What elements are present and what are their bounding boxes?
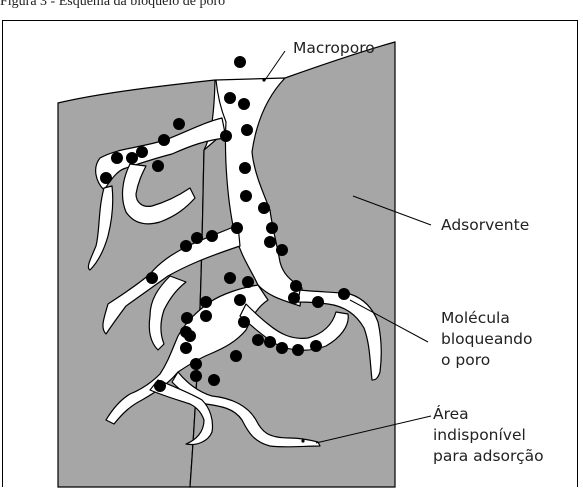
molecule-dot — [266, 222, 278, 234]
molecule-dot — [100, 172, 112, 184]
molecule-dot — [111, 152, 123, 164]
molecule-dot — [276, 342, 288, 354]
molecule-dot — [241, 124, 253, 136]
label-molecula-line-3: o poro — [441, 350, 532, 371]
molecule-dot — [154, 380, 166, 392]
molecule-dot — [238, 98, 250, 110]
molecule-dot — [292, 344, 304, 356]
molecule-dot — [206, 230, 218, 242]
molecule-dot — [240, 190, 252, 202]
label-area-line-1: Área — [433, 404, 544, 425]
molecule-dot — [180, 240, 192, 252]
molecule-dot — [190, 370, 202, 382]
molecule-dot — [191, 232, 203, 244]
molecule-dot — [224, 92, 236, 104]
label-macroporo: Macroporo — [293, 38, 375, 59]
molecule-dot — [239, 162, 251, 174]
molecule-dot — [180, 342, 192, 354]
adsorbent-right-block — [190, 42, 395, 487]
molecule-dot — [252, 334, 264, 346]
molecule-dot — [264, 236, 276, 248]
molecule-dot — [230, 350, 242, 362]
molecule-dot — [180, 326, 192, 338]
molecule-dot — [190, 358, 202, 370]
leader-macroporo — [265, 51, 285, 80]
molecule-dot — [231, 222, 243, 234]
molecule-dot — [258, 202, 270, 214]
molecule-dot — [288, 292, 300, 304]
molecule-dot — [126, 152, 138, 164]
molecule-dot — [158, 134, 170, 146]
molecule-dot — [242, 276, 254, 288]
molecule-dot — [276, 244, 288, 256]
molecule-dot — [290, 280, 302, 292]
molecule-dot — [234, 294, 246, 306]
marker-dot — [301, 439, 304, 442]
label-area-line-3: para adsorção — [433, 446, 544, 467]
label-area-indisponivel: Área indisponível para adsorção — [433, 404, 544, 467]
label-area-line-2: indisponível — [433, 425, 544, 446]
molecule-dot — [338, 288, 350, 300]
molecule-dot — [208, 374, 220, 386]
molecule-dot — [310, 340, 322, 352]
molecule-dot — [152, 160, 164, 172]
molecule-dot — [200, 296, 212, 308]
label-molecula-bloqueando: Molécula bloqueando o poro — [441, 308, 532, 371]
label-molecula-line-2: bloqueando — [441, 329, 532, 350]
molecule-dot — [146, 272, 158, 284]
molecule-dot — [136, 146, 148, 158]
molecule-dot — [181, 312, 193, 324]
molecule-dot — [238, 316, 250, 328]
label-molecula-line-1: Molécula — [441, 308, 532, 329]
molecule-dot — [264, 336, 276, 348]
molecule-dot — [224, 272, 236, 284]
molecule-dot — [234, 56, 246, 68]
molecule-dot — [200, 310, 212, 322]
molecule-dot — [173, 118, 185, 130]
molecule-dot — [312, 296, 324, 308]
label-adsorvente: Adsorvente — [441, 215, 529, 236]
molecule-dot — [220, 130, 232, 142]
